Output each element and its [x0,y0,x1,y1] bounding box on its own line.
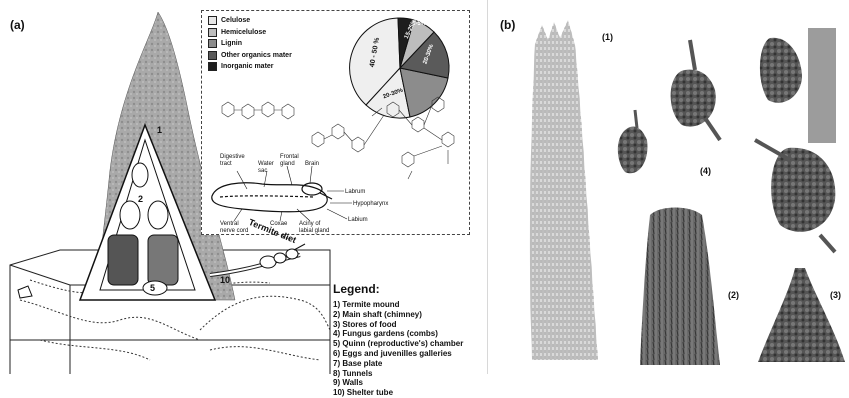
composition-legend: Celulose Hemicelulose Lignin Other organ… [208,15,292,73]
swatch [208,51,217,60]
legend-item: 10) Shelter tube [333,388,463,398]
mound-number-10: 10 [220,275,230,285]
composition-item-hemicellulose: Hemicelulose [208,27,292,39]
legend-title: Legend: [333,282,380,296]
composition-item-other-organics: Other organics mater [208,50,292,62]
mound-number-1: 1 [157,125,162,135]
composition-item-cellulose: Celulose [208,15,292,27]
photo-nest-4c [760,38,802,103]
legend-item: 9) Walls [333,378,463,388]
photo-label-2: (2) [728,290,739,300]
label-labium: Labium [348,217,368,224]
swatch [208,16,217,25]
mound-photos [490,0,849,374]
panel-b: (b) [490,0,849,374]
swatch [208,62,217,71]
photo-mound-2 [640,208,720,366]
label-acini-labial-gland: Aciny of labial gland [299,221,335,235]
panel-a: (a) [0,0,486,374]
composition-item-inorganic: Inorganic mater [208,61,292,73]
pie-label-inorganic: 1-5% [412,21,426,28]
photo-nest-4d [771,148,835,232]
mound-number-5: 5 [150,283,155,293]
swatch [208,39,217,48]
label-water-sac: Water sac [258,161,280,175]
label-labrum: Labrum [345,189,365,196]
photo-nest-4b [671,70,716,127]
panel-divider [487,0,488,374]
legend-item: 1) Termite mound [333,300,463,310]
composition-item-lignin: Lignin [208,38,292,50]
photo-mound-3 [758,268,845,362]
photo-mound-1 [530,20,598,360]
photo-label-1: (1) [602,32,613,42]
legend-list: 1) Termite mound 2) Main shaft (chimney)… [333,300,463,398]
mound-number-2: 2 [138,194,143,204]
legend-item: 2) Main shaft (chimney) [333,310,463,320]
legend-item: 5) Quinn (reproductive's) chamber [333,339,463,349]
photo-label-4: (4) [700,166,711,176]
legend-item: 7) Base plate [333,359,463,369]
legend-item: 4) Fungus gardens (combs) [333,329,463,339]
legend-item: 6) Eggs and juvenilles galleries [333,349,463,359]
label-digestive-tract: Digestive tract [220,154,248,168]
swatch [208,28,217,37]
legend-item: 3) Stores of food [333,320,463,330]
label-frontal-gland: Frontal gland [280,154,304,168]
label-brain: Brain [305,161,319,168]
photo-label-3: (3) [830,290,841,300]
legend-item: 8) Tunnels [333,369,463,379]
photo-nest-4a [618,127,648,174]
termite-diet-box: Celulose Hemicelulose Lignin Other organ… [201,10,470,235]
label-hypopharynx: Hypopharynx [353,201,388,208]
